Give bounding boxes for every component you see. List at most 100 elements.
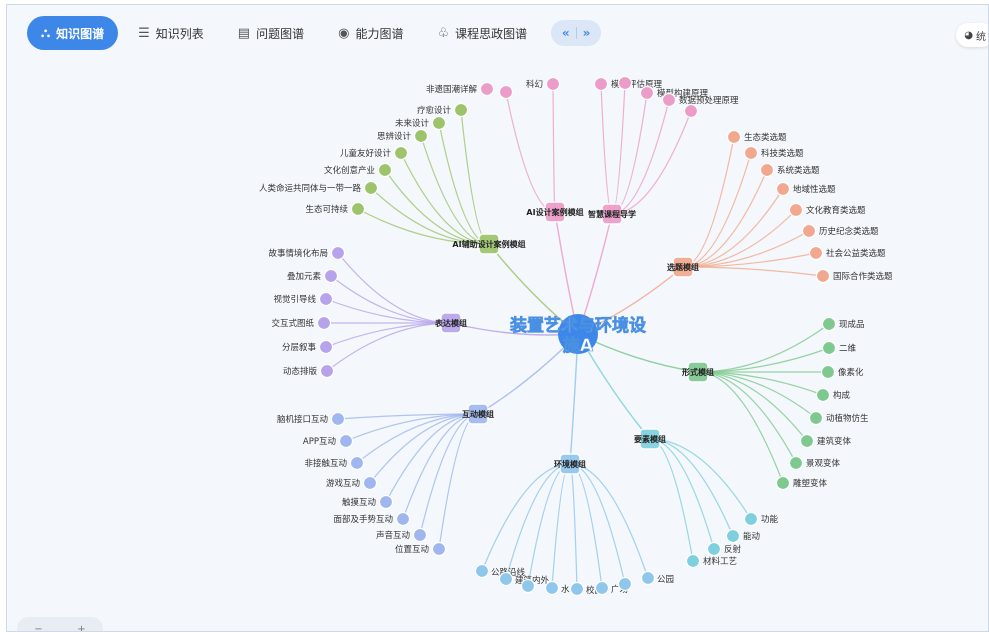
module-box[interactable] xyxy=(639,428,661,450)
module-node-topic[interactable]: 选题模组 xyxy=(667,256,699,278)
leaf-dot[interactable] xyxy=(799,433,815,449)
module-node-form[interactable]: 形式模组 xyxy=(682,361,714,383)
leaf-node[interactable] xyxy=(498,84,514,100)
leaf-dot[interactable] xyxy=(378,494,394,510)
leaf-node[interactable] xyxy=(520,578,536,594)
module-node-ai_assist[interactable]: AI辅助设计案例模组 xyxy=(452,233,526,255)
leaf-dot[interactable] xyxy=(743,145,759,161)
leaf-node[interactable]: APP互动 xyxy=(303,433,354,449)
leaf-dot[interactable] xyxy=(350,201,366,217)
leaf-node[interactable]: 构成 xyxy=(815,387,851,403)
leaf-dot[interactable] xyxy=(706,541,722,557)
leaf-node[interactable]: 数据预处理原理 xyxy=(661,92,740,108)
leaf-dot[interactable] xyxy=(316,315,332,331)
leaf-dot[interactable] xyxy=(788,455,804,471)
leaf-dot[interactable] xyxy=(821,340,837,356)
leaf-node[interactable]: 水 xyxy=(544,580,571,596)
statistics-button[interactable]: ◕ 统 xyxy=(956,23,988,47)
module-box[interactable] xyxy=(672,256,694,278)
leaf-dot[interactable] xyxy=(318,339,334,355)
leaf-node[interactable]: 动植物仿生 xyxy=(808,410,870,426)
leaf-dot[interactable] xyxy=(593,76,609,92)
leaf-dot[interactable] xyxy=(323,268,339,284)
leaf-node[interactable]: 脑机接口互动 xyxy=(277,411,346,427)
leaf-node[interactable]: 公园 xyxy=(640,570,675,586)
leaf-dot[interactable] xyxy=(318,291,334,307)
leaf-node[interactable]: 位置互动 xyxy=(395,541,447,557)
leaf-node[interactable] xyxy=(683,103,699,119)
leaf-node[interactable]: 文化创意产业 xyxy=(324,162,393,178)
leaf-node[interactable]: 人类命运共同体与一带一路 xyxy=(259,180,379,196)
module-node-express[interactable]: 表达模组 xyxy=(434,312,467,334)
leaf-dot[interactable] xyxy=(617,75,633,91)
tab-ability-graph[interactable]: ◉ 能力图谱 xyxy=(324,16,417,50)
leaf-node[interactable]: 触摸互动 xyxy=(342,494,394,510)
tab-knowledge-list[interactable]: ☰ 知识列表 xyxy=(124,16,218,50)
leaf-dot[interactable] xyxy=(413,128,429,144)
leaf-node[interactable]: 雕塑变体 xyxy=(775,475,828,491)
leaf-node[interactable]: 国际合作类选题 xyxy=(815,268,894,284)
leaf-node[interactable]: 非遗国潮详解 xyxy=(426,81,495,97)
leaf-node[interactable]: 模型评估原理 xyxy=(593,76,663,92)
leaf-node[interactable]: 思辨设计 xyxy=(377,128,429,144)
leaf-dot[interactable] xyxy=(815,387,831,403)
tab-knowledge-graph[interactable]: ⛬ 知识图谱 xyxy=(27,16,119,50)
leaf-dot[interactable] xyxy=(544,580,560,596)
leaf-dot[interactable] xyxy=(617,576,633,592)
module-box[interactable] xyxy=(478,233,500,255)
leaf-node[interactable]: 系统类选题 xyxy=(759,162,821,178)
leaf-dot[interactable] xyxy=(725,528,741,544)
leaf-dot[interactable] xyxy=(808,410,824,426)
leaf-node[interactable]: 建筑变体 xyxy=(799,433,852,449)
module-box[interactable] xyxy=(544,201,566,223)
leaf-dot[interactable] xyxy=(395,511,411,527)
tab-scroll-control[interactable]: « » xyxy=(551,20,602,46)
leaf-dot[interactable] xyxy=(808,245,824,261)
leaf-node[interactable]: 反射 xyxy=(706,541,742,557)
leaf-node[interactable]: 现成品 xyxy=(821,316,865,332)
module-box[interactable] xyxy=(687,361,709,383)
leaf-dot[interactable] xyxy=(815,268,831,284)
leaf-dot[interactable] xyxy=(594,580,610,596)
leaf-dot[interactable] xyxy=(759,162,775,178)
leaf-node[interactable]: 广场 xyxy=(594,580,629,596)
leaf-dot[interactable] xyxy=(775,475,791,491)
tab-question-graph[interactable]: ▤ 问题图谱 xyxy=(224,16,318,50)
module-node-element[interactable]: 要素模组 xyxy=(634,428,666,450)
leaf-node[interactable]: 科幻 xyxy=(526,76,561,92)
leaf-node[interactable] xyxy=(617,576,633,592)
leaf-node[interactable]: 模型构建原理 xyxy=(639,85,709,101)
module-node-ai_case[interactable]: AI设计案例模组 xyxy=(526,201,584,223)
leaf-node[interactable]: 未来设计 xyxy=(395,115,447,131)
leaf-node[interactable]: 生态类选题 xyxy=(726,129,788,145)
leaf-dot[interactable] xyxy=(820,364,836,380)
scroll-right-icon[interactable]: » xyxy=(582,26,591,40)
leaf-node[interactable]: 交互式图纸 xyxy=(271,315,332,331)
leaf-dot[interactable] xyxy=(431,541,447,557)
leaf-dot[interactable] xyxy=(569,581,585,597)
module-node-env[interactable]: 环境模组 xyxy=(554,453,586,475)
leaf-dot[interactable] xyxy=(338,433,354,449)
leaf-node[interactable]: 动态排版 xyxy=(283,363,335,379)
leaf-node[interactable]: 材料工艺 xyxy=(685,553,738,569)
leaf-node[interactable]: 二维 xyxy=(821,340,857,356)
leaf-node[interactable]: 文化教育类选题 xyxy=(788,202,867,218)
leaf-dot[interactable] xyxy=(330,245,346,261)
leaf-dot[interactable] xyxy=(726,129,742,145)
leaf-dot[interactable] xyxy=(498,84,514,100)
leaf-dot[interactable] xyxy=(479,81,495,97)
scroll-left-icon[interactable]: « xyxy=(561,26,570,40)
leaf-dot[interactable] xyxy=(453,102,469,118)
module-box[interactable] xyxy=(559,453,581,475)
leaf-dot[interactable] xyxy=(661,92,677,108)
leaf-node[interactable]: 非接触互动 xyxy=(304,455,365,471)
leaf-dot[interactable] xyxy=(412,527,428,543)
leaf-node[interactable]: 声音互动 xyxy=(376,527,428,543)
leaf-node[interactable]: 科技类选题 xyxy=(743,145,805,161)
zoom-control[interactable]: − + xyxy=(17,617,103,631)
module-box[interactable] xyxy=(601,203,623,225)
center-dot[interactable] xyxy=(558,314,598,354)
leaf-node[interactable]: 游戏互动 xyxy=(326,475,378,491)
leaf-dot[interactable] xyxy=(431,115,447,131)
